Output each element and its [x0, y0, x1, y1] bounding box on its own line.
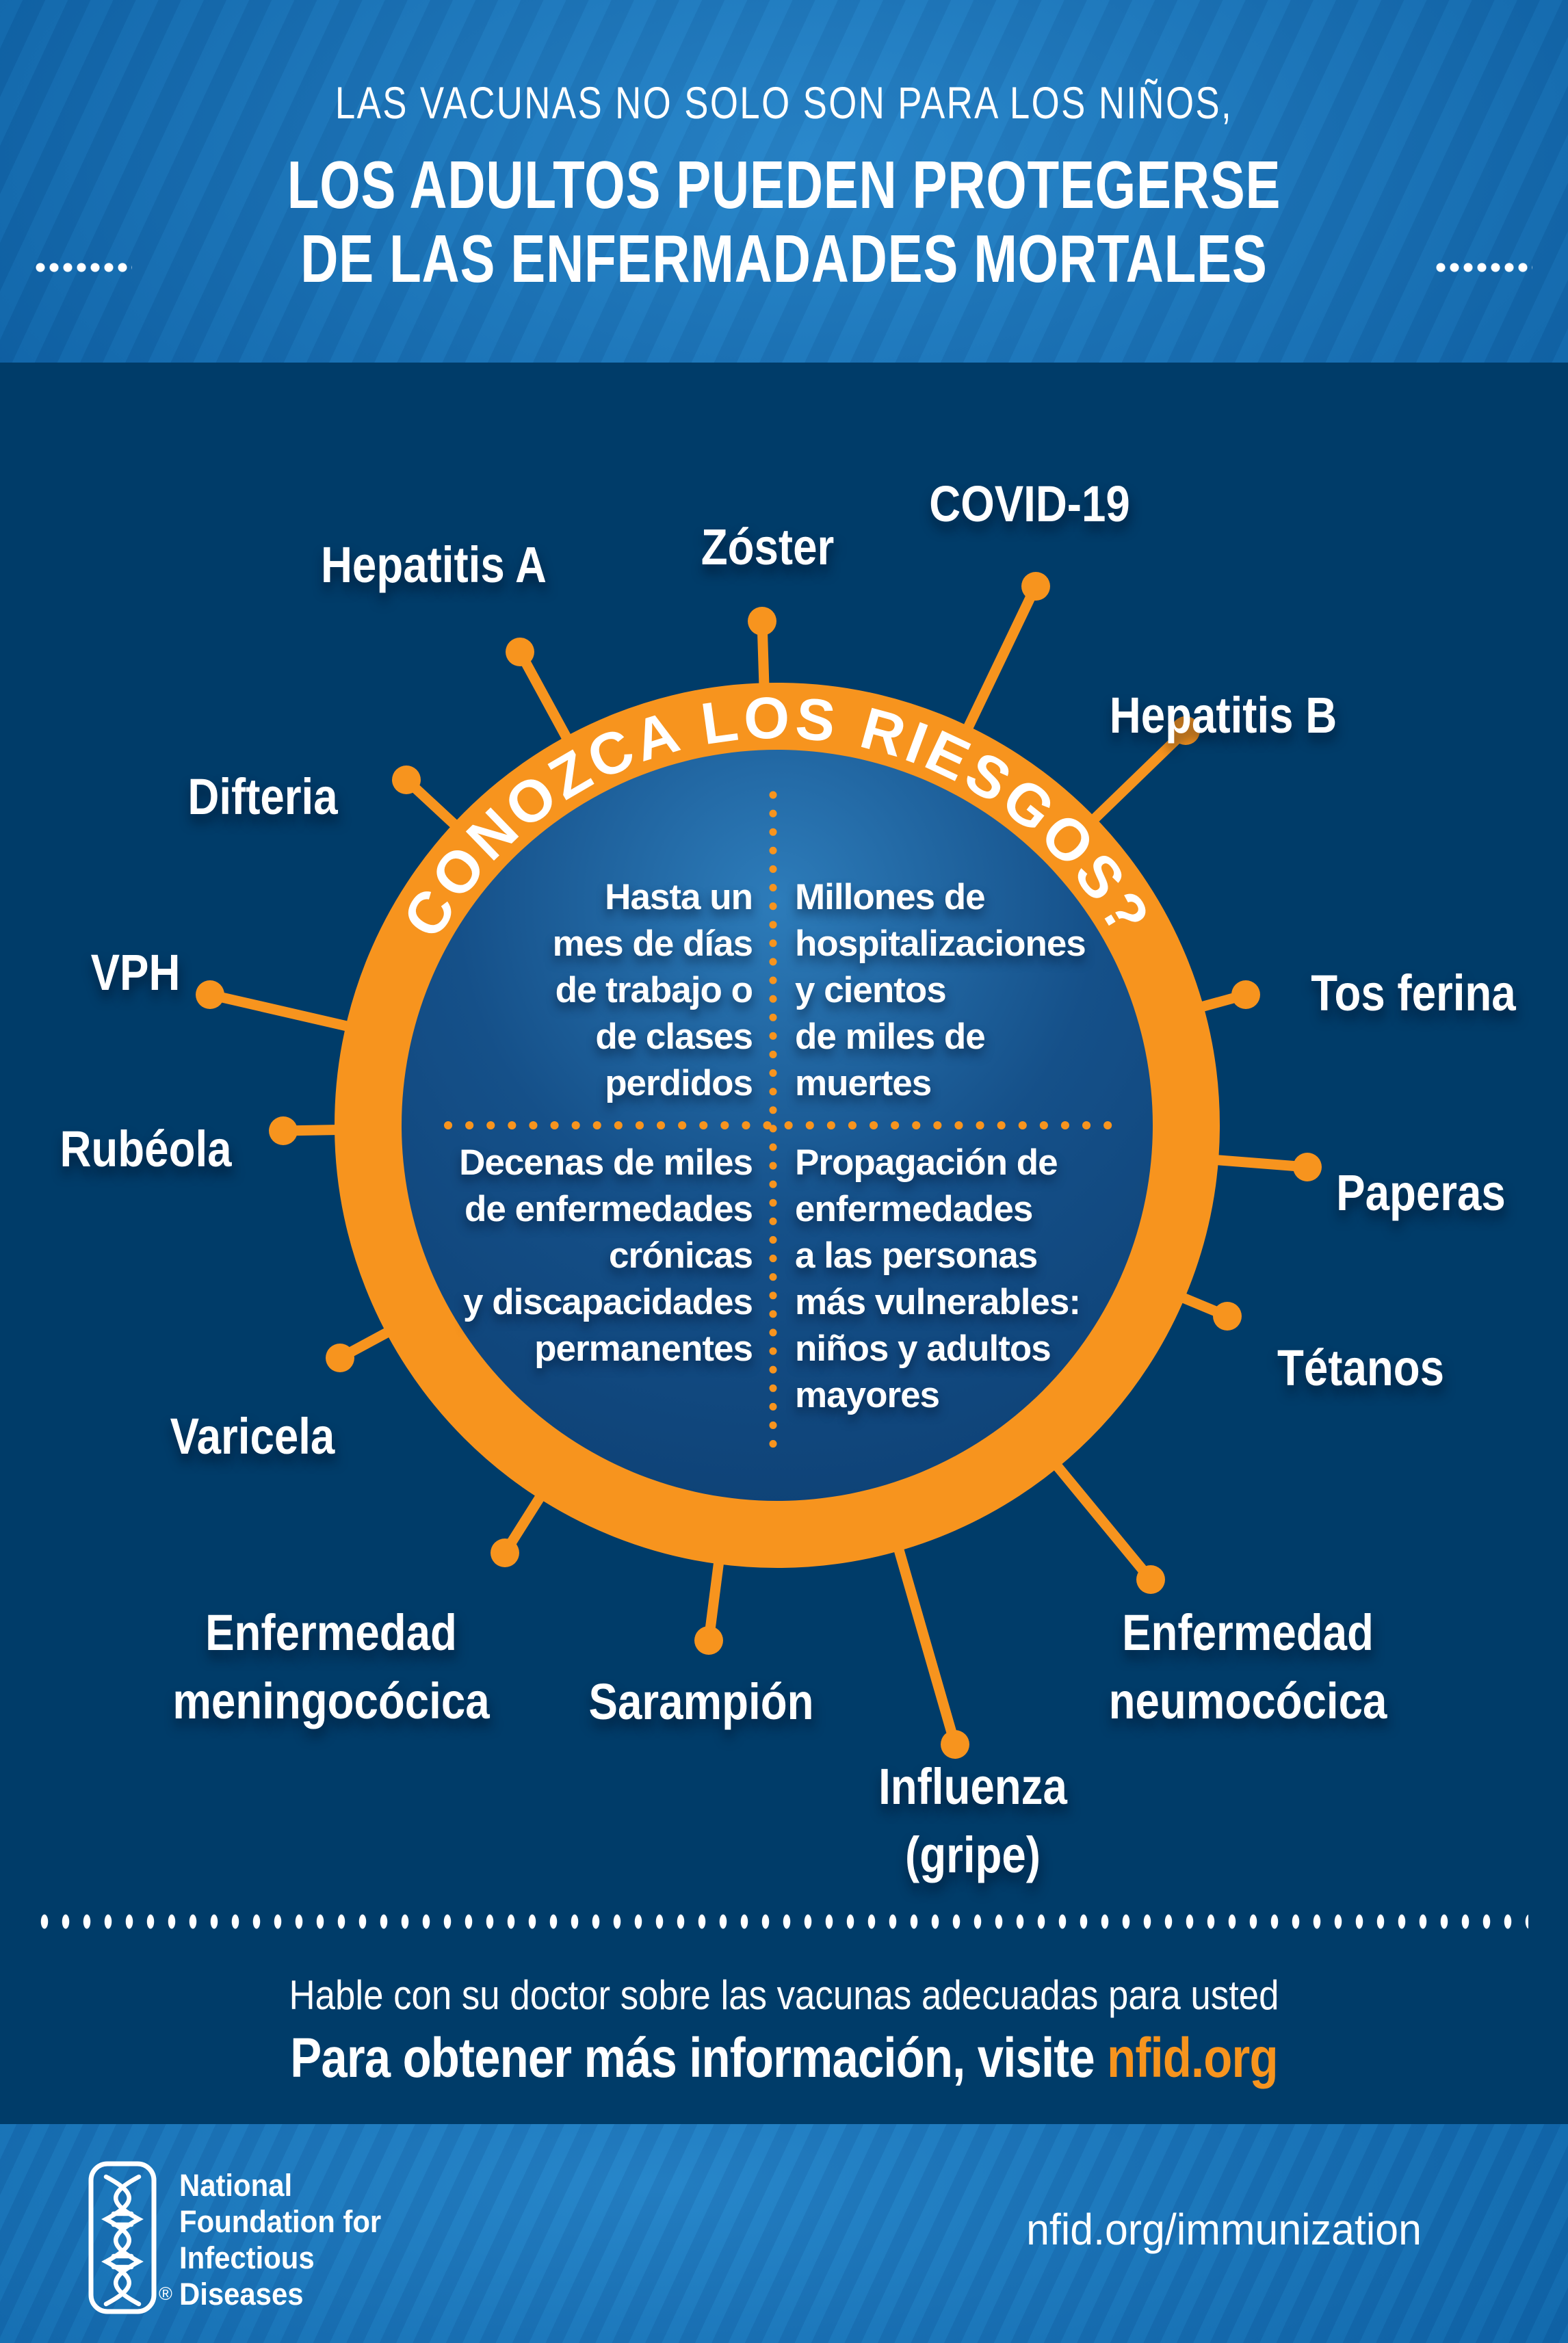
header-band: LAS VACUNAS NO SOLO SON PARA LOS NIÑOS, … [0, 0, 1568, 363]
more-info-text: Para obtener más información, visite nfi… [125, 2026, 1442, 2091]
nfid-logo-icon [88, 2161, 157, 2314]
spike-neumococica [1038, 1444, 1165, 1594]
quadrant-line: perdidos [605, 1063, 753, 1103]
quadrant-bottom-right: Propagación de enfermedades a las person… [795, 1140, 1219, 1419]
quadrant-line: y cientos [795, 970, 947, 1010]
spike-influenza [887, 1524, 969, 1759]
disease-label-tos-ferina: Tos ferina [1311, 965, 1516, 1022]
quadrant-line: más vulnerables: [795, 1282, 1081, 1322]
header-line-2: LOS ADULTOS PUEDEN PROTEGERSE [287, 147, 1281, 222]
nfid-org-link[interactable]: nfid.org [1107, 2027, 1278, 2089]
quadrant-top-left: Hasta un mes de días de trabajo o de cla… [369, 874, 753, 1107]
dotted-decoration-left [36, 263, 132, 273]
wordmark-line: Infectious [179, 2240, 315, 2275]
disease-label-influenza: Influenza (gripe) [878, 1758, 1067, 1883]
doctor-advice-text: Hable con su doctor sobre las vacunas ad… [289, 1972, 1279, 2018]
spike-hepatitis-a [506, 638, 583, 761]
quadrant-line: niños y adultos [795, 1328, 1051, 1369]
more-info-prefix: Para obtener más información, visite [290, 2027, 1108, 2089]
disease-label-enfermedad-neumococica: Enfermedad neumocócica [1108, 1604, 1387, 1729]
quadrant-line: a las personas [795, 1235, 1038, 1276]
disease-label-rubeola: Rubéola [60, 1121, 232, 1178]
quadrant-line: crónicas [608, 1235, 753, 1276]
quadrant-line: Propagación de [795, 1142, 1058, 1183]
disease-label-tetanos: Tétanos [1277, 1339, 1444, 1397]
quadrant-line: mayores [795, 1375, 940, 1415]
wordmark-line: National [179, 2168, 293, 2203]
spike-vph [196, 980, 372, 1037]
disease-label-difteria: Difteria [187, 768, 338, 826]
quadrant-line: de miles de [795, 1017, 986, 1057]
quadrant-line: de enfermedades [465, 1189, 753, 1229]
quadrant-line: permanentes [534, 1328, 753, 1369]
quadrant-line: y discapacidades [463, 1282, 753, 1322]
disease-label-zoster: Zóster [701, 519, 835, 576]
disease-label-varicela: Varicela [170, 1408, 335, 1465]
quadrant-line: hospitalizaciones [795, 924, 1086, 964]
registered-trademark: ® [159, 2283, 172, 2304]
disease-label-hepatitis-b: Hepatitis B [1109, 687, 1337, 744]
header-line-3: DE LAS ENFERMADADES MORTALES [300, 221, 1268, 296]
quadrant-bottom-left: Decenas de miles de enfermedades crónica… [328, 1140, 753, 1372]
quadrant-line: de clases [595, 1017, 753, 1057]
spike-meningococica [491, 1474, 558, 1567]
disease-label-vph: VPH [90, 944, 181, 1002]
footer-url[interactable]: nfid.org/immunization [1026, 2205, 1422, 2254]
disease-label-enfermedad-meningococica: Enfermedad meningocócica [172, 1604, 490, 1729]
quadrant-line: de trabajo o [555, 970, 753, 1010]
nfid-wordmark: National Foundation for Infectious Disea… [179, 2167, 381, 2312]
disease-label-paperas: Paperas [1336, 1164, 1506, 1222]
spike-sarampion [694, 1539, 727, 1655]
quadrant-line: Hasta un [605, 877, 753, 917]
dotted-decoration-right [1436, 263, 1532, 273]
wordmark-line: Diseases [179, 2277, 304, 2312]
header-line-1: LAS VACUNAS NO SOLO SON PARA LOS NIÑOS, [335, 77, 1233, 128]
spike-zoster [748, 607, 776, 709]
quadrant-line: Millones de [795, 877, 986, 917]
dotted-separator [40, 1913, 1528, 1930]
disease-label-sarampion: Sarampión [588, 1673, 814, 1731]
wordmark-line: Foundation for [179, 2204, 382, 2239]
disease-label-covid-19: COVID-19 [929, 475, 1130, 533]
footer-band [0, 2124, 1568, 2343]
disease-label-hepatitis-a: Hepatitis A [320, 536, 547, 594]
spike-covid [953, 572, 1050, 752]
spike-difteria [392, 765, 476, 845]
quadrant-line: enfermedades [795, 1189, 1033, 1229]
quadrant-line: Decenas de miles [459, 1142, 753, 1183]
quadrant-line: muertes [795, 1063, 932, 1103]
quadrant-line: mes de días [552, 924, 753, 964]
quadrant-top-right: Millones de hospitalizaciones y cientos … [795, 874, 1219, 1107]
